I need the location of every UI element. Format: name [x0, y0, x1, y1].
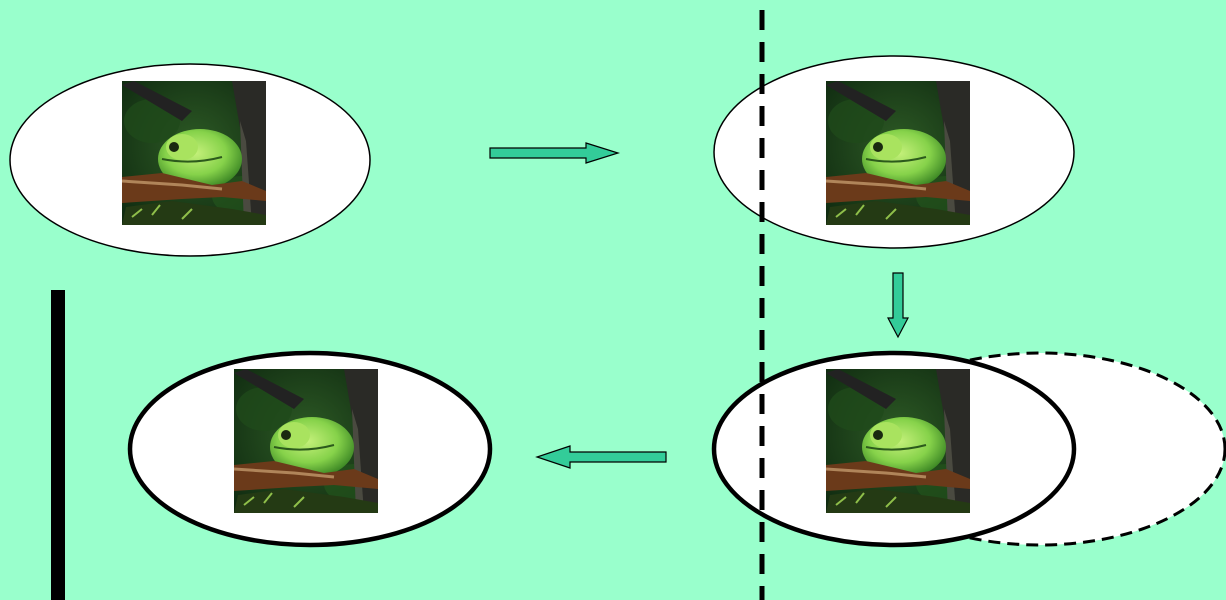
cell-original	[9, 63, 371, 257]
frog-photo-icon	[826, 369, 970, 513]
arrow-down-icon	[887, 272, 909, 339]
cell-stretched	[711, 350, 1226, 548]
cell-result	[127, 350, 493, 548]
arrow-left-icon	[535, 445, 667, 469]
arrow-right-icon	[489, 142, 621, 164]
frog-photo-icon	[826, 81, 970, 225]
barrier-line	[51, 290, 65, 600]
frog-photo-icon	[234, 369, 378, 513]
frog-photo-icon	[122, 81, 266, 225]
cell-at-boundary	[713, 55, 1075, 249]
